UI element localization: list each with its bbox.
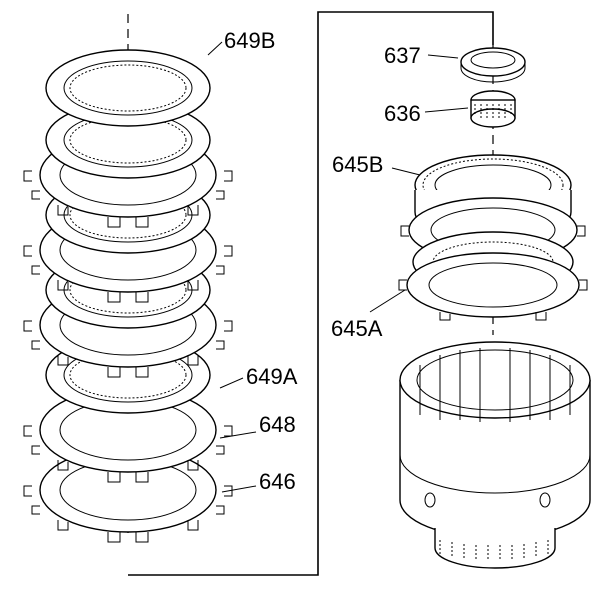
leader-636 [424,107,469,113]
label-645A: 645A [331,316,383,341]
left-clutch-pack [23,14,233,543]
label-636: 636 [384,101,421,126]
label-637: 637 [384,43,421,68]
leader-649A [219,377,244,389]
label-645B: 645B [332,152,383,177]
connector-line [128,11,494,576]
clutch-plate-stack-middle [23,101,233,378]
bearing-636 [470,90,516,128]
clutch-plates-645A [398,231,588,321]
leader-637 [427,54,459,59]
label-646: 646 [259,469,296,494]
right-assembly [398,45,591,569]
leader-lines [207,41,469,493]
clutch-plate-649B [45,49,211,127]
leader-645A [369,289,406,313]
leader-645B [391,167,421,176]
clutch-housing [399,341,591,569]
leader-646 [221,485,257,493]
callout-labels: 649B 649A 648 646 637 636 645B 645A [224,28,421,494]
label-648: 648 [259,412,296,437]
label-649B: 649B [224,28,275,53]
leader-649B [207,41,223,56]
leader-648 [219,431,257,439]
label-649A: 649A [246,364,298,389]
thrust-washer-637 [460,47,526,83]
